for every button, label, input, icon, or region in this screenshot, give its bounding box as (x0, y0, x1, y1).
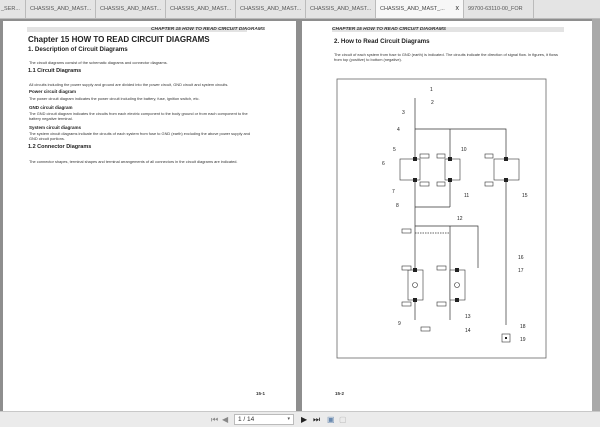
callout-18: 18 (520, 324, 526, 330)
callout-11: 11 (464, 193, 469, 199)
section-heading: 1.2 Connector Diagrams (28, 144, 92, 150)
chapter-title: Chapter 15 HOW TO READ CIRCUIT DIAGRAMS (28, 35, 210, 44)
close-tab-icon[interactable]: x (455, 5, 460, 12)
page-number-value: 1 / 14 (238, 416, 255, 423)
header-bar (27, 27, 247, 32)
prev-page-icon[interactable]: ◀ (222, 415, 229, 424)
vertical-scrollbar[interactable] (592, 19, 600, 411)
tab[interactable]: CHASSIS_AND_MAST... (236, 0, 306, 18)
header-bar (332, 27, 564, 32)
fit-width-icon[interactable]: ▢ (339, 415, 347, 424)
tab[interactable]: CHASSIS_AND_MAST... (96, 0, 166, 18)
chevron-down-icon[interactable]: ▾ (287, 416, 290, 422)
callout-8: 8 (396, 203, 399, 209)
page-number-input[interactable]: 1 / 14 ▾ (234, 414, 294, 425)
fit-page-icon[interactable]: ▣ (327, 415, 335, 424)
callout-19: 19 (520, 337, 526, 343)
diagram-frame (336, 78, 547, 359)
page-navigation-toolbar: ⏮ ◀ 1 / 14 ▾ ▶ ⏭ ▣ ▢ (0, 411, 600, 427)
callout-14: 14 (465, 328, 471, 334)
paragraph: All circuits including the power supply … (29, 82, 229, 87)
paragraph: The circuit diagrams consist of the sche… (29, 60, 168, 65)
callout-5: 5 (393, 147, 396, 153)
section-heading: 1.1 Circuit Diagrams (28, 68, 82, 74)
subheading: GND circuit diagram (29, 105, 73, 110)
subheading: Power circuit diagram (29, 89, 77, 94)
last-page-icon[interactable]: ⏭ (313, 415, 321, 424)
running-header: CHAPTER 15 HOW TO READ CIRCUIT DIAGRAMS (332, 27, 446, 32)
tab[interactable]: CHASSIS_AND_MAST... (26, 0, 96, 18)
page-number: 15-1 (256, 391, 266, 396)
first-page-icon[interactable]: ⏮ (211, 415, 219, 424)
callout-7: 7 (392, 189, 395, 195)
callout-4: 4 (397, 127, 400, 133)
subheading: System circuit diagrams (29, 125, 82, 130)
callout-10: 10 (461, 147, 467, 153)
callout-13: 13 (465, 314, 471, 320)
tab-active[interactable]: CHASSIS_AND_MAST_... x (376, 0, 464, 18)
section-heading: 2. How to Read Circuit Diagrams (334, 38, 430, 45)
section-heading: 1. Description of Circuit Diagrams (28, 46, 128, 53)
tab[interactable]: 99700-63110-00_FOR (464, 0, 534, 18)
paragraph: The circuit of each system from fuse to … (334, 52, 558, 63)
callout-3: 3 (402, 110, 405, 116)
paragraph: The power circuit diagram indicates the … (29, 96, 200, 101)
paragraph: The connector shapes, terminal shapes an… (29, 159, 238, 164)
callout-12: 12 (457, 216, 463, 222)
callout-17: 17 (518, 268, 524, 274)
page-15-2: CHAPTER 15 HOW TO READ CIRCUIT DIAGRAMS … (302, 21, 592, 411)
tab-bar: _SER... CHASSIS_AND_MAST... CHASSIS_AND_… (0, 0, 600, 19)
callout-2: 2 (431, 100, 434, 106)
page-number: 15-2 (335, 391, 345, 396)
next-page-icon[interactable]: ▶ (301, 415, 308, 424)
tab-label: CHASSIS_AND_MAST_... (380, 6, 445, 12)
document-viewer: CHAPTER 15 HOW TO READ CIRCUIT DIAGRAMS … (0, 19, 600, 411)
callout-9: 9 (398, 321, 401, 327)
callout-1: 1 (430, 87, 433, 93)
callout-16: 16 (518, 255, 524, 261)
callout-15: 15 (522, 193, 528, 199)
paragraph: The system circuit diagrams indicate the… (29, 131, 250, 142)
page-15-1: CHAPTER 15 HOW TO READ CIRCUIT DIAGRAMS … (3, 21, 296, 411)
callout-6: 6 (382, 161, 385, 167)
running-header: CHAPTER 15 HOW TO READ CIRCUIT DIAGRAMS (151, 27, 265, 32)
connector-pins (413, 157, 508, 339)
tab[interactable]: CHASSIS_AND_MAST... (306, 0, 376, 18)
paragraph: The GND circuit diagram indicates the ci… (29, 111, 248, 122)
tab[interactable]: CHASSIS_AND_MAST... (166, 0, 236, 18)
components (399, 153, 520, 343)
tab[interactable]: _SER... (0, 0, 26, 18)
